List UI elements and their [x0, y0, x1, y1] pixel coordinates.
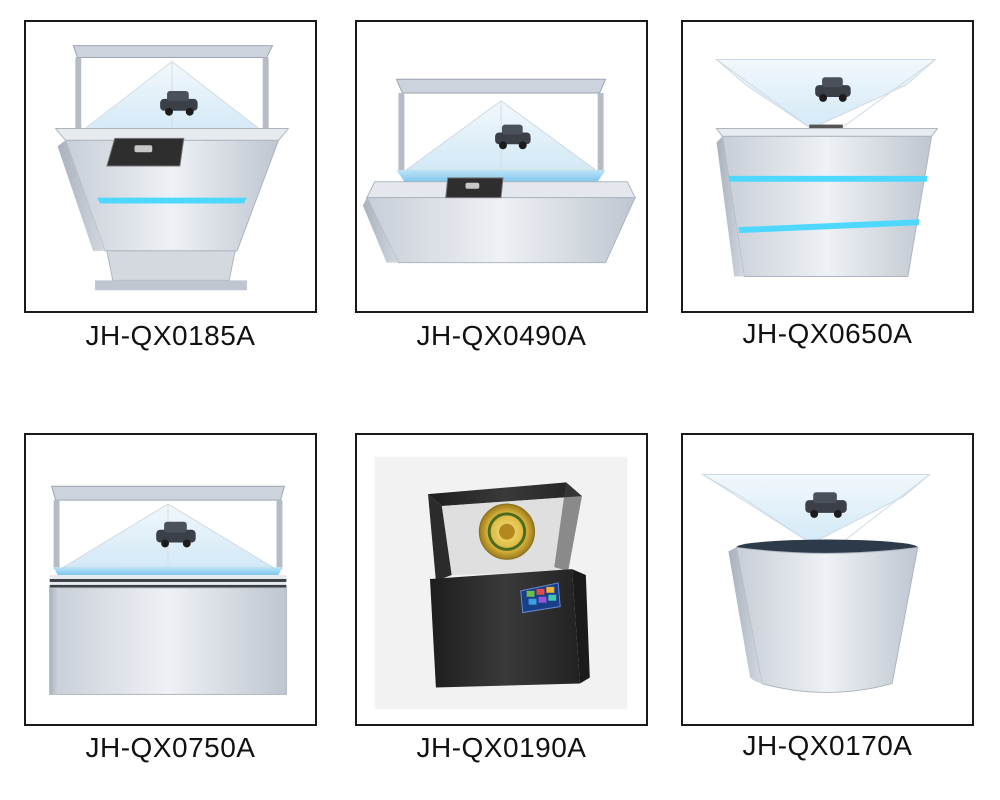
black-kiosk-hologram-showcase-icon [374, 456, 628, 710]
product-card-qx0490a [355, 20, 648, 313]
product-card-qx0190a [355, 433, 648, 726]
model-label-3: JH-QX0650A [742, 318, 913, 349]
cabinet-hologram-showcase-icon [49, 485, 287, 695]
product-card-qx0185a [24, 20, 317, 313]
model-label-4: JH-QX0750A [85, 732, 256, 763]
pyramid-top-block-showcase-icon [715, 58, 939, 277]
low-table-hologram-showcase-icon [362, 78, 636, 264]
product-card-qx0170a [681, 433, 974, 726]
pedestal-hologram-showcase-icon [54, 45, 290, 291]
model-label-5: JH-QX0190A [416, 732, 587, 763]
product-card-qx0650a [681, 20, 974, 313]
model-label-1: JH-QX0185A [85, 320, 256, 351]
pyramid-top-round-showcase-icon [700, 473, 931, 693]
model-label-2: JH-QX0490A [416, 320, 587, 351]
model-label-6: JH-QX0170A [742, 730, 913, 761]
product-card-qx0750a [24, 433, 317, 726]
